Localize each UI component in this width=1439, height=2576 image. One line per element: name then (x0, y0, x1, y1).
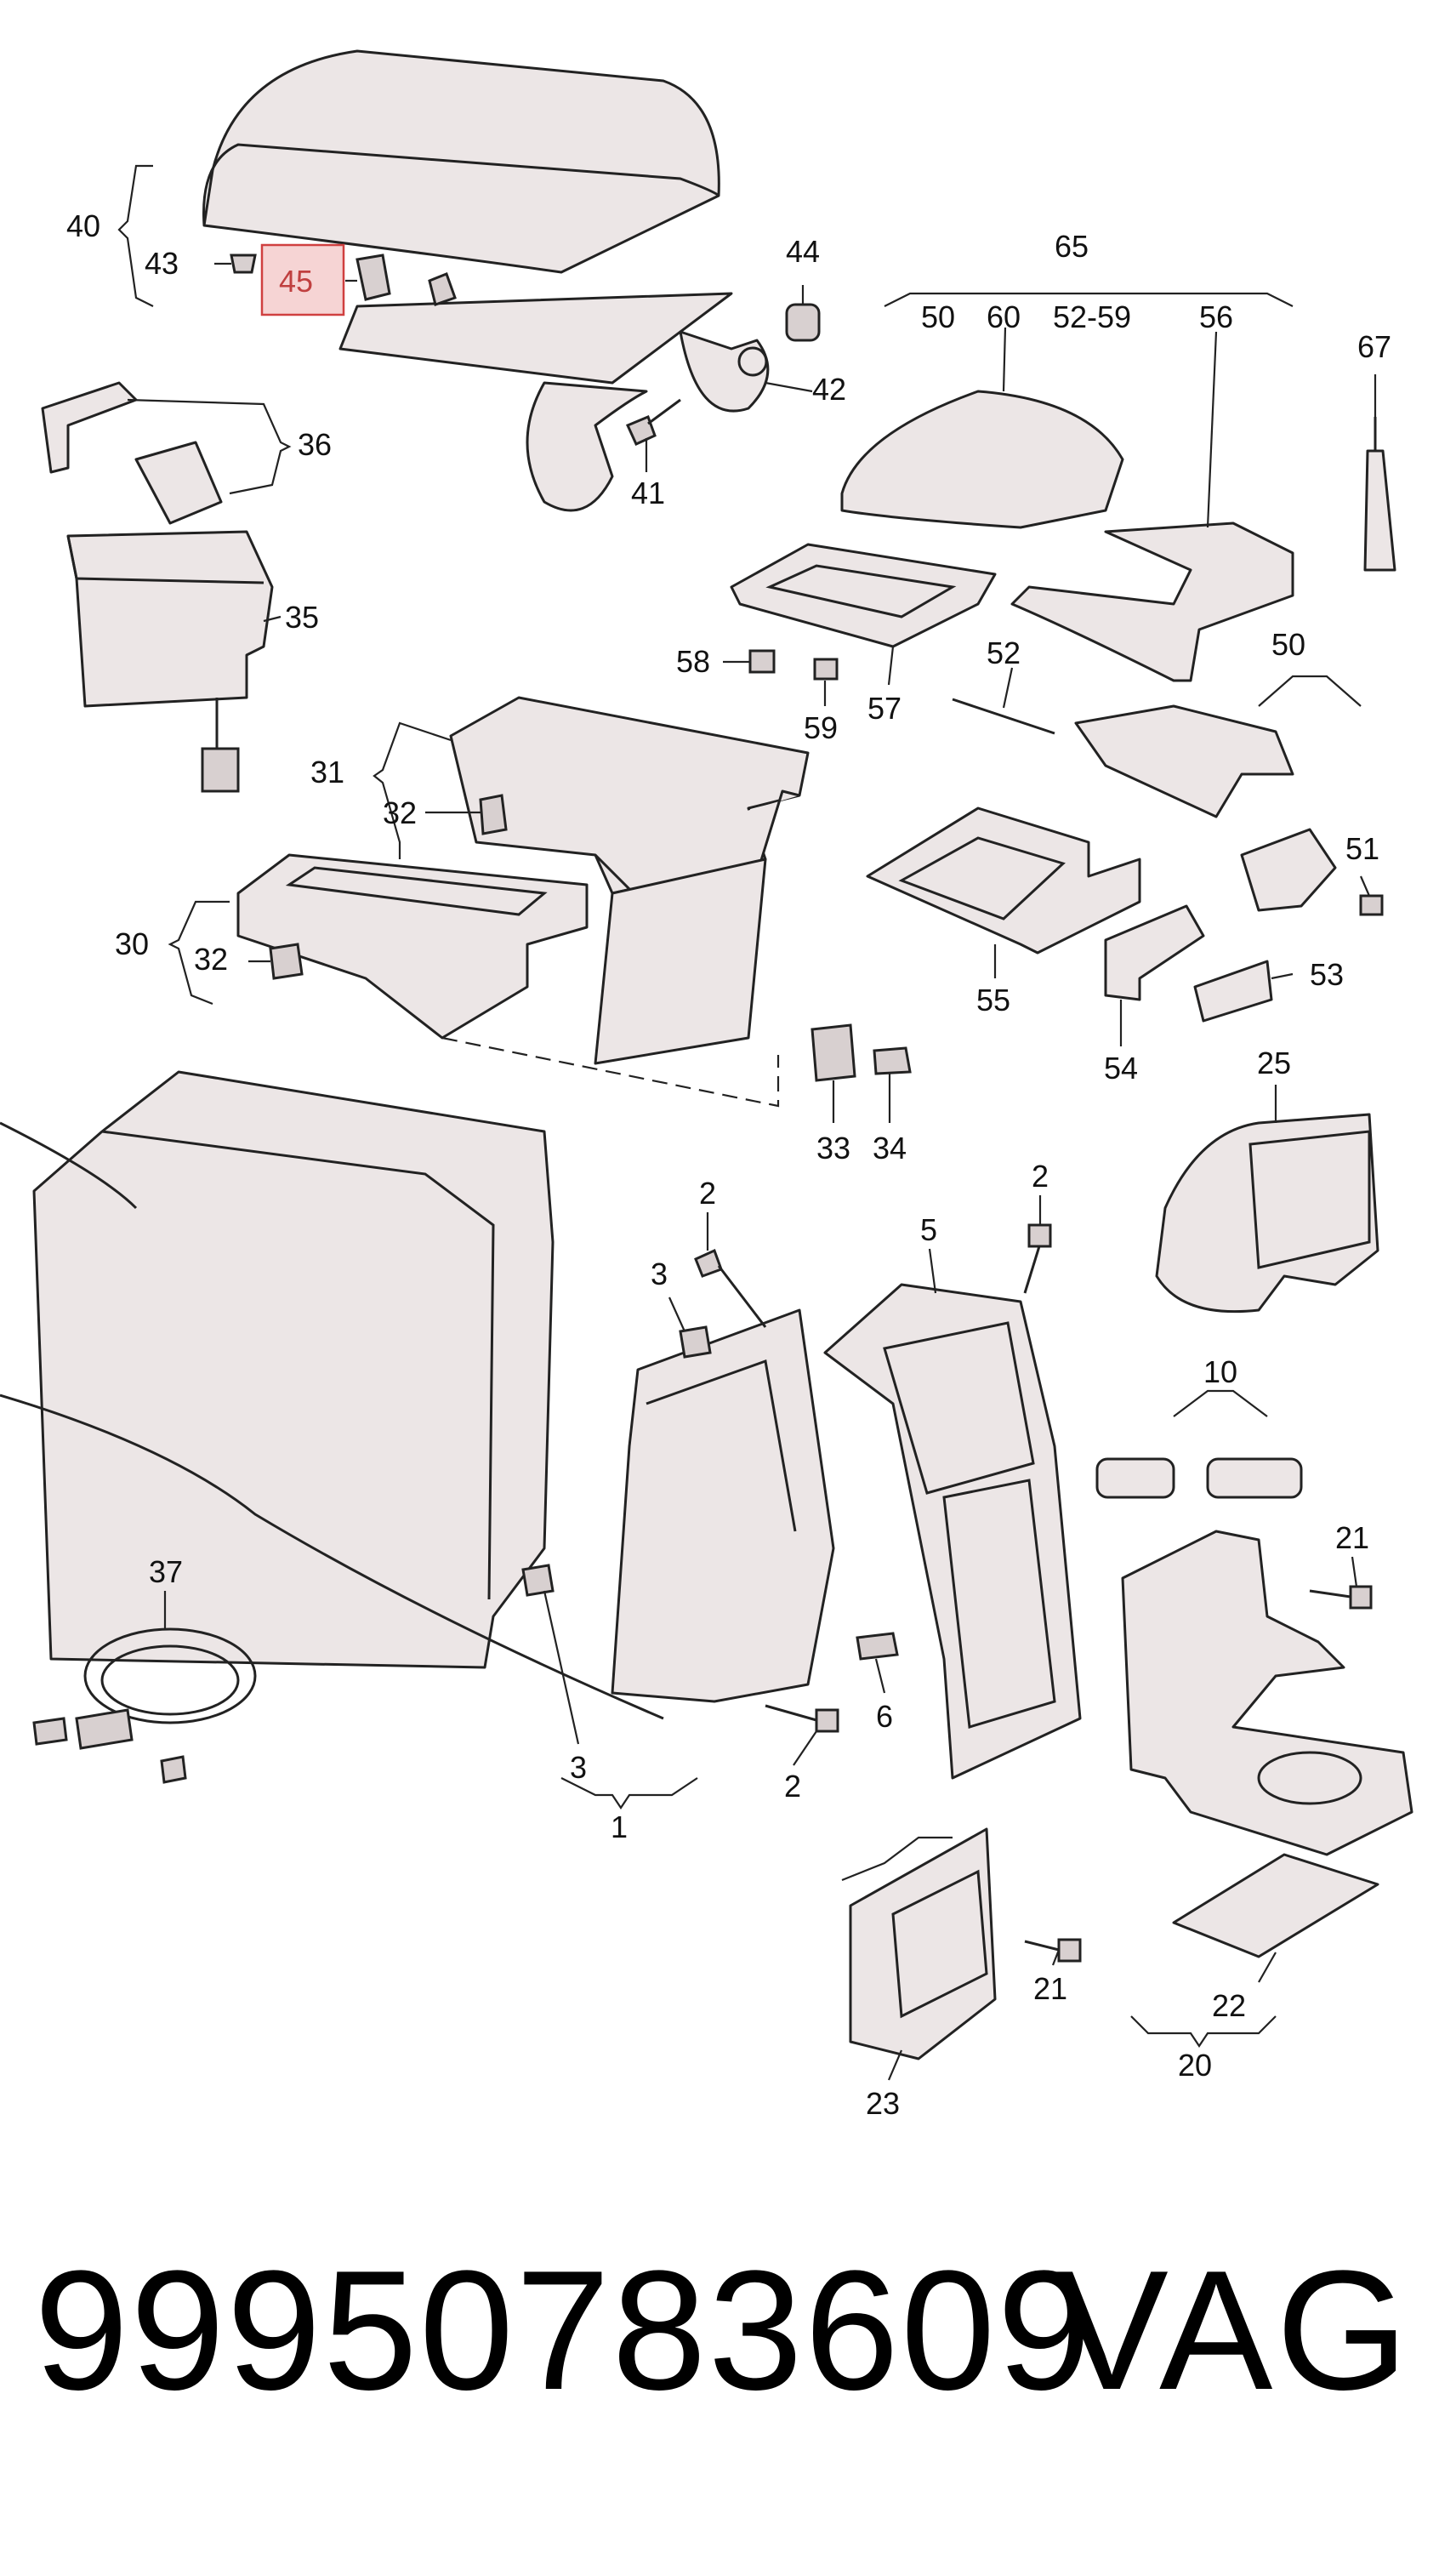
label-34: 34 (873, 1131, 907, 1165)
label-6: 6 (876, 1699, 893, 1734)
label-32b: 32 (194, 942, 228, 977)
label-55: 55 (976, 983, 1010, 1017)
label-21b: 21 (1033, 1971, 1067, 2006)
clip-part-45 (355, 254, 457, 306)
label-56: 56 (1199, 299, 1233, 334)
clip-part-6 (856, 1632, 899, 1661)
switch-part-33 (811, 1023, 856, 1082)
screw-part-21a (1309, 1585, 1373, 1610)
tray-part-35 (66, 530, 274, 793)
label-52: 52 (987, 635, 1021, 670)
hinge-arm-right-part (679, 330, 770, 413)
clip-part-43 (230, 254, 257, 274)
label-2a: 2 (699, 1176, 716, 1211)
lighter-part-10 (1095, 1457, 1303, 1499)
part-number: 99950783609 (34, 2236, 1094, 2425)
pad-part-60 (840, 390, 1124, 529)
mechanism-part-50 (1074, 704, 1337, 912)
plug-part-44 (785, 303, 821, 342)
label-50a: 50 (921, 299, 955, 334)
nut-part-59 (813, 658, 839, 681)
sealant-tube-part-67 (1363, 417, 1396, 572)
label-25: 25 (1257, 1046, 1291, 1080)
tray-part-22 (1172, 1853, 1379, 1958)
armrest-lid-part (202, 49, 733, 385)
rod-part-52 (952, 698, 1055, 735)
label-21a: 21 (1335, 1520, 1369, 1555)
label-54: 54 (1104, 1051, 1138, 1086)
label-36: 36 (298, 427, 332, 462)
label-10: 10 (1203, 1354, 1237, 1389)
brand-name: VAG (1055, 2236, 1412, 2425)
label-59: 59 (804, 710, 838, 745)
screw-part-51 (1359, 894, 1384, 916)
label-43: 43 (145, 246, 179, 281)
screw-part-21b (1024, 1938, 1082, 1963)
screw-part-2c (765, 1704, 839, 1733)
label-2b: 2 (1032, 1159, 1049, 1194)
screw-part-2a (694, 1248, 767, 1328)
label-67: 67 (1357, 329, 1391, 364)
bin-part-30 (236, 853, 589, 1040)
highlight-box-45 (260, 243, 345, 316)
lid-part-53 (1193, 960, 1273, 1023)
label-22: 22 (1212, 1988, 1246, 2023)
bracket-assembly-part-1 (611, 1308, 835, 1703)
cap-part-34 (873, 1046, 912, 1075)
label-58: 58 (676, 644, 710, 679)
label-3a: 3 (651, 1257, 668, 1291)
label-5: 5 (920, 1212, 937, 1247)
nut-part-3a (679, 1325, 712, 1359)
label-42: 42 (812, 372, 846, 407)
frame-part-23 (849, 1827, 997, 2060)
label-35: 35 (285, 600, 319, 635)
label-45: 45 (279, 264, 313, 299)
label-44: 44 (786, 234, 820, 269)
label-65: 65 (1055, 229, 1089, 264)
label-31: 31 (310, 755, 344, 789)
label-23: 23 (866, 2086, 900, 2121)
clip-part-32b (269, 943, 304, 980)
cover-part-56 (1010, 521, 1294, 682)
label-52-59a: 52-59 (1053, 299, 1131, 334)
mat-part-55 (866, 806, 1141, 955)
label-32a: 32 (383, 795, 417, 830)
screw-part-2b (1023, 1223, 1052, 1294)
screw-part-41 (625, 398, 681, 446)
trim-panel-part-5 (823, 1283, 1082, 1780)
label-37: 37 (149, 1554, 183, 1589)
label-3b: 3 (570, 1750, 587, 1785)
flap-part-54 (1104, 904, 1205, 1001)
frame-part-57 (730, 543, 997, 648)
label-33: 33 (816, 1131, 850, 1165)
clip-part-32a (479, 794, 508, 835)
label-60: 60 (987, 299, 1021, 334)
label-20: 20 (1178, 2048, 1212, 2083)
label-51: 51 (1345, 831, 1379, 866)
label-41: 41 (631, 476, 665, 510)
label-53: 53 (1310, 957, 1344, 992)
label-50b: 50 (1271, 627, 1305, 662)
label-57: 57 (867, 691, 902, 726)
cup-holder-part-20 (1121, 1530, 1413, 1856)
label-1: 1 (611, 1809, 628, 1844)
wire-harness-part-37 (32, 1627, 257, 1784)
label-2c: 2 (784, 1769, 801, 1804)
hinge-arm-left-part (526, 381, 648, 512)
label-40: 40 (66, 208, 100, 243)
nut-part-3b (521, 1564, 555, 1597)
air-vent-part-25 (1155, 1113, 1379, 1314)
bracket-part-36 (41, 381, 223, 525)
screw-part-58 (748, 649, 776, 674)
console-body-part (594, 858, 767, 1065)
center-console-trim-part (0, 1070, 664, 1720)
footer: 99950783609 VAG (34, 2246, 1412, 2467)
label-30: 30 (115, 926, 149, 961)
